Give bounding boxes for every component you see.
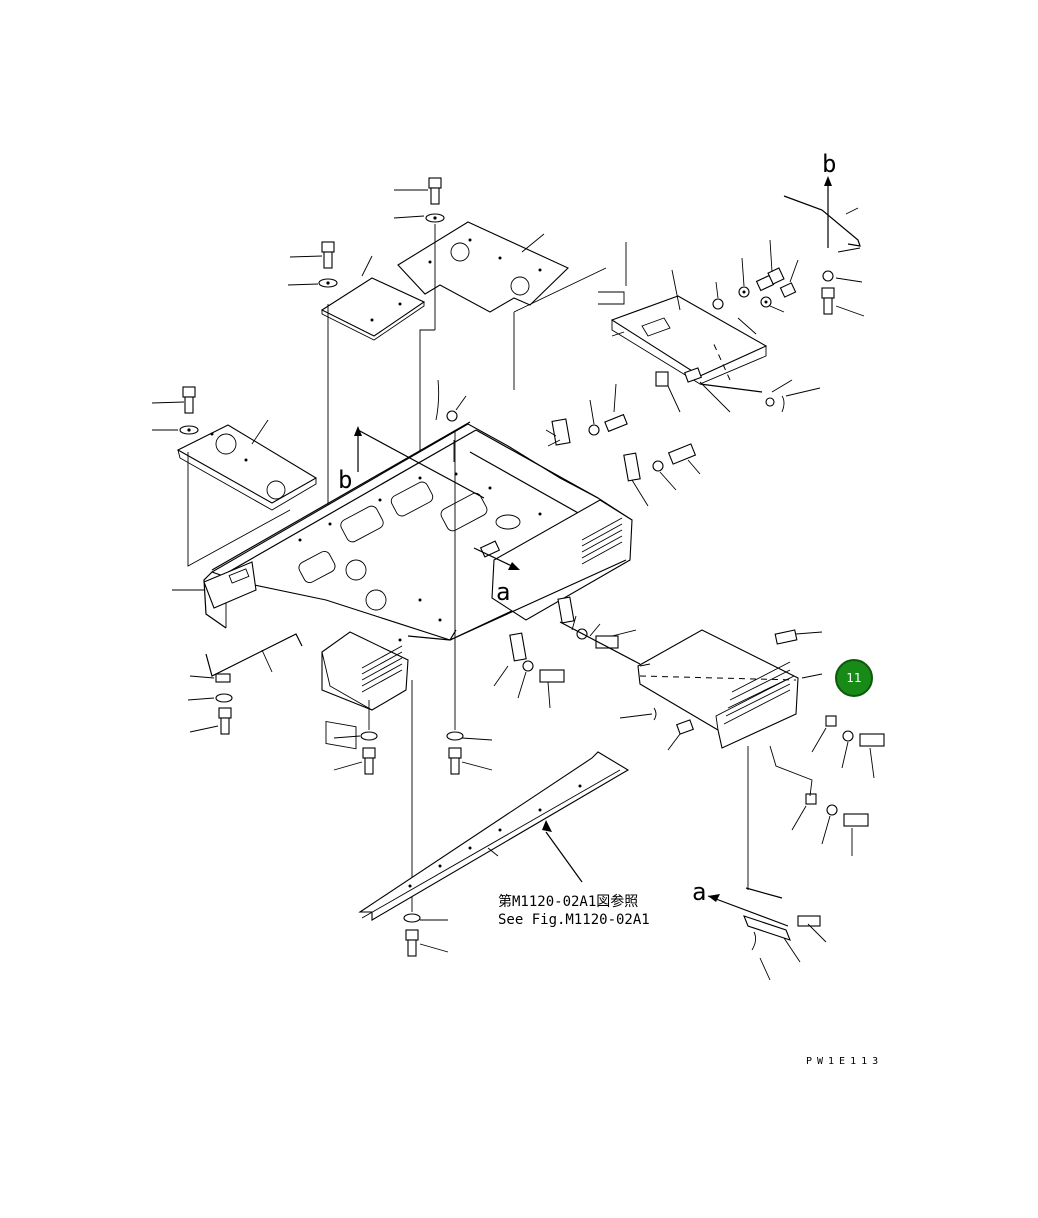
direction-arrows	[354, 267, 607, 570]
top-cover-plate-left	[320, 277, 426, 341]
center-clips	[435, 379, 701, 709]
bolt-top-3	[151, 386, 199, 435]
rod-assembly-front-left	[172, 589, 303, 735]
arrow-label-b-left: b	[338, 466, 352, 494]
right-side-cover	[559, 621, 885, 890]
main-frame	[203, 421, 633, 750]
drawing-code: PW1E113	[806, 1056, 883, 1067]
arrow-label-b-top: b	[822, 150, 836, 178]
arrow-label-a-bottom: a	[692, 878, 706, 906]
right-support-bracket	[598, 242, 768, 393]
bracket-fasteners	[655, 239, 821, 413]
reference-note-jp: 第M1120-02A1図参照	[498, 893, 638, 910]
arrow-label-a-center: a	[496, 578, 510, 606]
top-cover-plate-center	[397, 221, 569, 313]
rod-assembly-top-right	[783, 176, 865, 317]
rod-assembly-bottom-right	[707, 887, 827, 981]
callout-badge[interactable]: 11	[835, 659, 873, 697]
bottom-side-rail	[358, 751, 630, 921]
bolt-top-1	[393, 177, 445, 330]
top-cover-plate-far-left	[176, 424, 318, 511]
bottom-bolts	[333, 430, 493, 957]
reference-note-en: See Fig.M1120-02A1	[498, 912, 650, 928]
bolt-top-2	[287, 241, 338, 288]
callout-number: 11	[846, 671, 861, 685]
